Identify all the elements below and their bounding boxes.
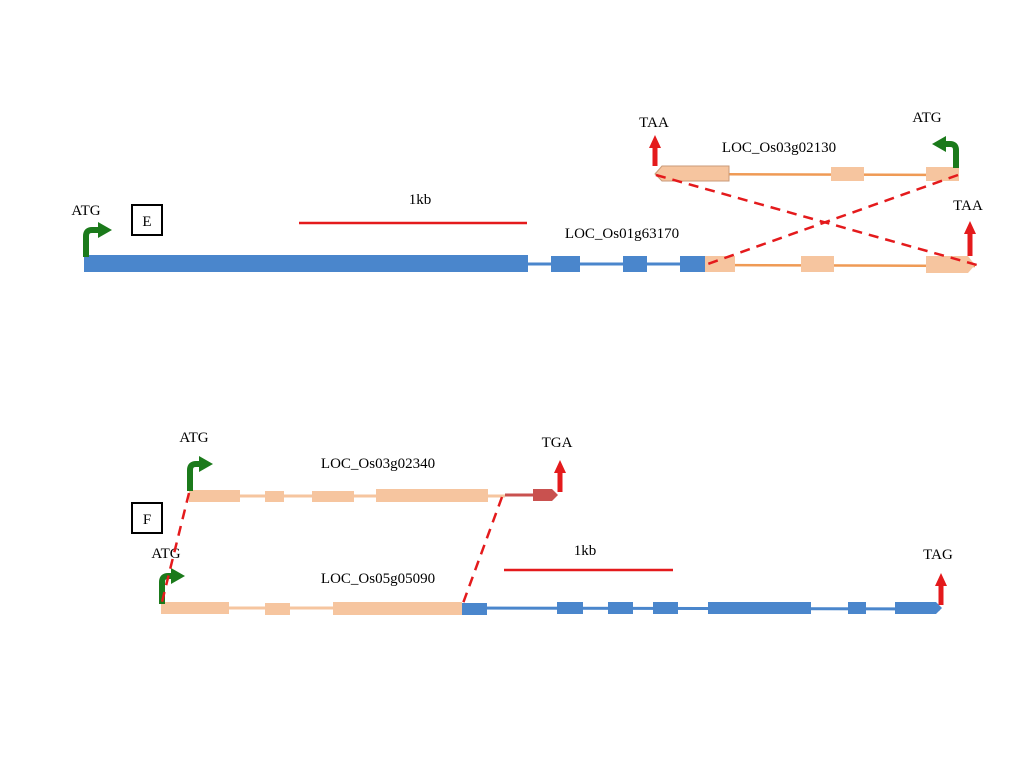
stop-arrow-e-main [964, 221, 976, 256]
upper-gene-f-exon [376, 489, 488, 502]
upper-gene-f-exon [265, 491, 284, 502]
main-gene-e-exon [623, 256, 647, 272]
upper-gene-e-name: LOC_Os03g02130 [722, 140, 836, 156]
lower-gene-f-exon [265, 603, 290, 615]
upper-gene-f-exon [312, 491, 354, 502]
start-arrow-f-upper [187, 456, 213, 491]
upper-gene-e-exon [926, 167, 959, 181]
upper-gene-e-exon [654, 165, 730, 182]
upper-gene-f-name: LOC_Os03g02340 [321, 456, 435, 472]
panel-e-label: E [142, 214, 151, 230]
lower-gene-f-exon [333, 602, 462, 615]
stop-arrow-e-upper [649, 135, 661, 166]
lower-gene-f-exon [708, 602, 811, 614]
lower-gene-f-exon [653, 602, 678, 614]
main-gene-e-start-codon: ATG [71, 203, 100, 219]
fusion-link-e [655, 173, 978, 267]
lower-gene-f-exon [161, 602, 229, 614]
upper-gene-f-exon [533, 489, 558, 501]
upper-gene-e-start-codon: ATG [912, 110, 941, 126]
main-gene-e-exon [84, 255, 528, 272]
upper-gene-f-stop-codon: TGA [542, 435, 573, 451]
main-gene-e-name: LOC_Os01g63170 [565, 226, 679, 242]
scale-bar-f-label: 1kb [574, 543, 597, 559]
upper-gene-e-stop-codon: TAA [639, 115, 669, 131]
lower-gene-f-exon [462, 603, 487, 615]
scale-bar-e-label: 1kb [409, 192, 432, 208]
fusion-link-f [460, 496, 504, 607]
stop-arrow-f-lower [935, 573, 947, 605]
start-arrow-e-upper [932, 136, 959, 168]
lower-gene-f-exon [557, 602, 583, 614]
upper-gene-e-exon [831, 167, 864, 181]
upper-gene-f-start-codon: ATG [179, 430, 208, 446]
fusion-link-e [704, 173, 959, 267]
panel-e: E 1kb LOC_Os01g63170 ATG TAA [71, 110, 983, 273]
main-gene-e-exon [680, 256, 705, 272]
panel-f-label: F [143, 512, 151, 528]
main-gene-e-fused-exon [705, 256, 735, 272]
lower-gene-f-start-codon: ATG [151, 546, 180, 562]
start-arrow-f-lower [159, 568, 185, 604]
panel-f-label-box: F [131, 502, 163, 534]
lower-gene-f-exon [848, 602, 866, 614]
main-gene-e-stop-codon: TAA [953, 198, 983, 214]
main-gene-e-fused-exon [801, 256, 834, 272]
stop-arrow-f-upper [554, 460, 566, 492]
main-gene-e-fused-exon [926, 256, 975, 273]
main-gene-e-exon [551, 256, 580, 272]
panel-f: F 1kb LOC_Os03g02340 ATG TGA [131, 430, 953, 615]
fusion-link-f [159, 492, 191, 607]
lower-gene-f-exon [895, 602, 942, 614]
lower-gene-f-stop-codon: TAG [923, 547, 953, 563]
upper-gene-f-exon [189, 490, 240, 502]
lower-gene-f-exon [608, 602, 633, 614]
lower-gene-f-name: LOC_Os05g05090 [321, 571, 435, 587]
start-arrow-e-main [83, 222, 112, 257]
lower-gene-f-intron [461, 606, 941, 611]
panel-e-label-box: E [131, 204, 163, 236]
